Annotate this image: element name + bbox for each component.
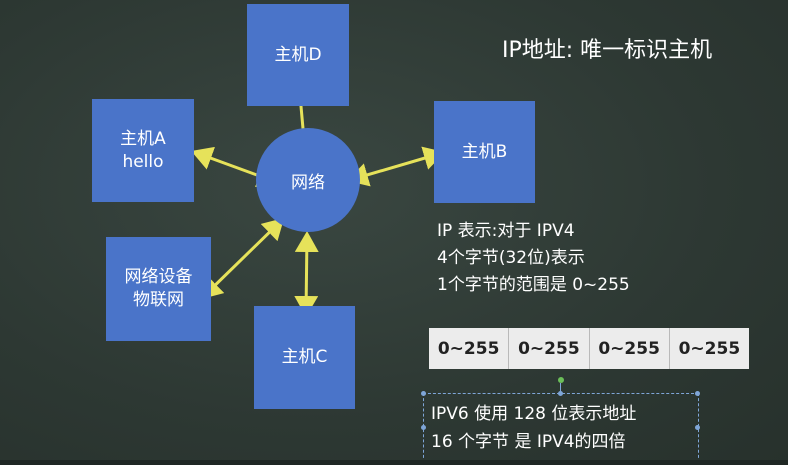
- resize-handle-left[interactable]: [421, 425, 426, 430]
- host-c-label: 主机C: [281, 347, 328, 368]
- ipv4-line-3: 1个字节的范围是 0~255: [437, 275, 630, 295]
- octet-cell: 0~255: [590, 328, 670, 369]
- resize-handle-top-left[interactable]: [421, 391, 426, 396]
- ipv6-line-1: IPV6 使用 128 位表示地址: [431, 404, 637, 424]
- ipv4-description: IP 表示:对于 IPV4 4个字节(32位)表示 1个字节的范围是 0~255: [437, 218, 630, 299]
- rotate-handle-stem: [560, 383, 561, 393]
- host-d-label: 主机D: [274, 44, 322, 65]
- octet-cell: 0~255: [678, 338, 741, 359]
- arrow-network-to-iot: [200, 217, 285, 300]
- resize-handle-right[interactable]: [695, 425, 700, 430]
- bottom-bar: [0, 460, 788, 465]
- resize-handle-top[interactable]: [558, 391, 563, 396]
- network-label: 网络: [291, 172, 325, 193]
- iot-device-sublabel: 物联网: [133, 290, 184, 310]
- host-a-node: 主机A hello: [92, 99, 194, 202]
- host-c-node: 主机C: [254, 306, 355, 409]
- host-b-label: 主机B: [461, 141, 508, 162]
- iot-device-node: 网络设备 物联网: [106, 237, 211, 341]
- ipv6-textbox[interactable]: IPV6 使用 128 位表示地址 16 个字节 是 IPV4的四倍: [423, 393, 699, 463]
- host-a-sublabel: hello: [122, 151, 164, 172]
- host-d-node: 主机D: [247, 4, 349, 106]
- octet-cell: 0~255: [429, 328, 510, 369]
- host-a-label: 主机A: [120, 128, 166, 149]
- ipv4-octet-table: 0~255 0~255 0~255 0~255: [429, 328, 749, 369]
- arrow-network-to-c: [294, 231, 319, 317]
- network-node: 网络: [256, 128, 360, 232]
- host-b-node: 主机B: [434, 101, 535, 203]
- iot-device-label: 网络设备: [124, 267, 193, 288]
- rotate-handle[interactable]: [558, 377, 564, 383]
- ipv4-line-1: IP 表示:对于 IPV4: [437, 221, 575, 241]
- octet-cell: 0~255: [509, 328, 590, 369]
- arrow-network-to-b: [347, 146, 445, 187]
- ipv6-line-2: 16 个字节 是 IPV4的四倍: [431, 432, 626, 452]
- ipv4-line-2: 4个字节(32位)表示: [437, 248, 585, 268]
- resize-handle-top-right[interactable]: [695, 391, 700, 396]
- slide-title: IP地址: 唯一标识主机: [502, 38, 713, 63]
